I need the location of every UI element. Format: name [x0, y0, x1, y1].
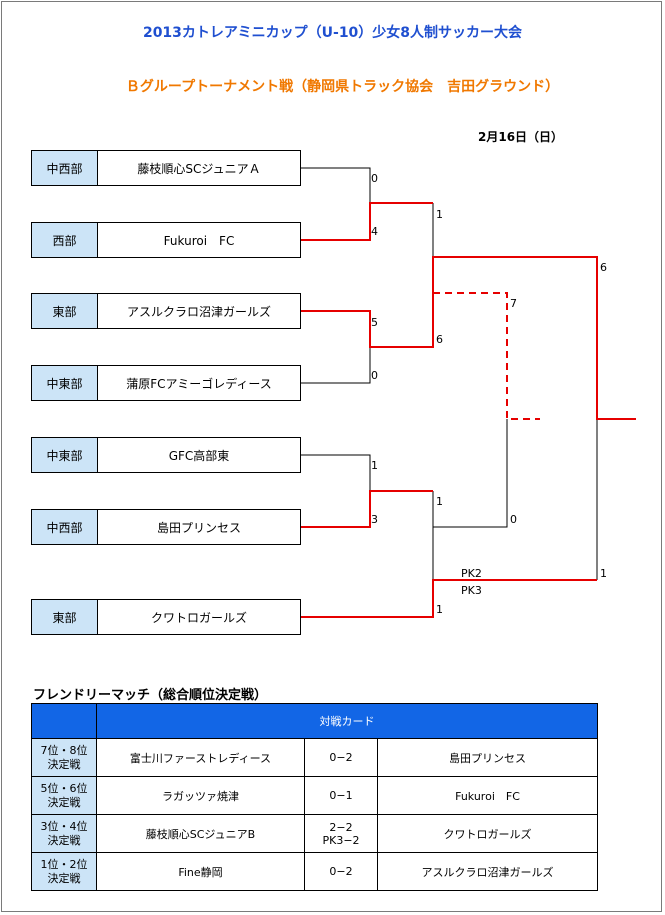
match-date: 2月16日（日） [478, 130, 564, 144]
team-box: 東部 アスルクラロ沼津ガールズ [31, 293, 301, 329]
pk-score: PK2 [461, 567, 482, 580]
team-region: 中西部 [32, 151, 98, 185]
team2-cell: 島田プリンセス [377, 738, 598, 777]
table-row: 7位・8位決定戦 富士川ファーストレディース 0−2 島田プリンセス [31, 738, 598, 777]
table-row: 1位・2位決定戦 Fine静岡 0−2 アスルクラロ沼津ガールズ [31, 852, 598, 891]
rank-line: 3位・4位 [40, 819, 88, 833]
winner-line [301, 579, 597, 618]
team-region: 西部 [32, 223, 98, 257]
pk-score: PK3 [461, 584, 482, 597]
table-row: 5位・6位決定戦 ラガッツァ焼津 0−1 Fukuroi FC [31, 776, 598, 815]
rank-line: 決定戦 [47, 795, 81, 809]
rank-cell: 5位・6位決定戦 [31, 776, 97, 815]
team2-cell: Fukuroi FC [377, 776, 598, 815]
column-header: 対戦カード [96, 703, 598, 739]
score: 5 [371, 316, 378, 329]
team-box: 中東部 蒲原FCアミーゴレディース [31, 365, 301, 401]
winner-line [301, 202, 433, 241]
page-title: 2013カトレアミニカップ（U-10）少女8人制サッカー大会 [142, 25, 523, 41]
team-box: 中東部 GFC高部東 [31, 437, 301, 473]
team-box: 中西部 藤枝順心SCジュニアＡ [31, 150, 301, 186]
team-box: 東部 クワトロガールズ [31, 599, 301, 635]
page-subtitle: Ｂグループトーナメント戦（静岡県トラック協会 吉田グラウンド） [125, 79, 560, 95]
team1-cell: ラガッツァ焼津 [96, 776, 305, 815]
score-line: 0−2 [329, 751, 353, 764]
team-name: 藤枝順心SCジュニアＡ [137, 161, 261, 176]
bracket-line [301, 454, 371, 491]
bracket-line [301, 347, 371, 384]
team-name: 島田プリンセス [156, 520, 241, 535]
score-cell: 0−1 [304, 776, 378, 815]
team-region: 中西部 [32, 510, 98, 544]
score: 6 [436, 333, 443, 346]
score-line: 0−1 [329, 789, 353, 802]
winner-line [301, 490, 433, 528]
score: 0 [371, 172, 378, 185]
score: 1 [600, 567, 607, 580]
team-name: クワトロガールズ [150, 610, 247, 625]
team-name: 蒲原FCアミーゴレディース [126, 376, 272, 391]
score: 0 [510, 513, 517, 526]
pk-score-line: PK3−2 [322, 833, 360, 847]
rank-line: 5位・6位 [40, 781, 88, 795]
team2-cell: クワトロガールズ [377, 814, 598, 853]
header-blank-cell [31, 703, 97, 739]
score-line: 0−2 [329, 865, 353, 878]
rank-line: 1位・2位 [40, 857, 88, 871]
team-region: 中東部 [32, 438, 98, 472]
rank-line: 7位・8位 [40, 743, 88, 757]
rank-line: 決定戦 [47, 833, 81, 847]
bracket-line [433, 419, 508, 528]
score: 0 [371, 369, 378, 382]
rank-cell: 3位・4位決定戦 [31, 814, 97, 853]
score: 1 [436, 603, 443, 616]
score-cell: 0−2 [304, 738, 378, 777]
team1-cell: Fine静岡 [96, 852, 305, 891]
score: 7 [510, 297, 517, 310]
score: 1 [436, 208, 443, 221]
friendly-heading: フレンドリーマッチ（総合順位決定戦） [33, 688, 268, 703]
team2-cell: アスルクラロ沼津ガールズ [377, 852, 598, 891]
winner-line [301, 256, 636, 420]
team-region: 中東部 [32, 366, 98, 400]
rank-cell: 7位・8位決定戦 [31, 738, 97, 777]
bracket-lines [301, 167, 636, 618]
score: 6 [600, 261, 607, 274]
score: 4 [371, 225, 378, 238]
table-header-row: 対戦カード [31, 703, 598, 739]
team-region: 東部 [32, 294, 98, 328]
third-place-winner-line [433, 292, 540, 420]
bracket-line [301, 167, 371, 203]
team-name: GFC高部東 [168, 448, 230, 463]
rank-line: 決定戦 [47, 871, 81, 885]
score: 1 [371, 459, 378, 472]
score: 1 [436, 495, 443, 508]
team1-cell: 藤枝順心SCジュニアB [96, 814, 305, 853]
team-box: 中西部 島田プリンセス [31, 509, 301, 545]
score-cell: 0−2 [304, 852, 378, 891]
score-line: 2−2 [329, 820, 353, 834]
team1-cell: 富士川ファーストレディース [96, 738, 305, 777]
team-name: Fukuroi FC [163, 233, 235, 248]
score: 3 [371, 513, 378, 526]
rank-cell: 1位・2位決定戦 [31, 852, 97, 891]
friendly-table: 対戦カード 7位・8位決定戦 富士川ファーストレディース 0−2 島田プリンセス… [31, 703, 598, 891]
team-name: アスルクラロ沼津ガールズ [126, 304, 271, 319]
rank-line: 決定戦 [47, 757, 81, 771]
team-box: 西部 Fukuroi FC [31, 222, 301, 258]
team-region: 東部 [32, 600, 98, 634]
